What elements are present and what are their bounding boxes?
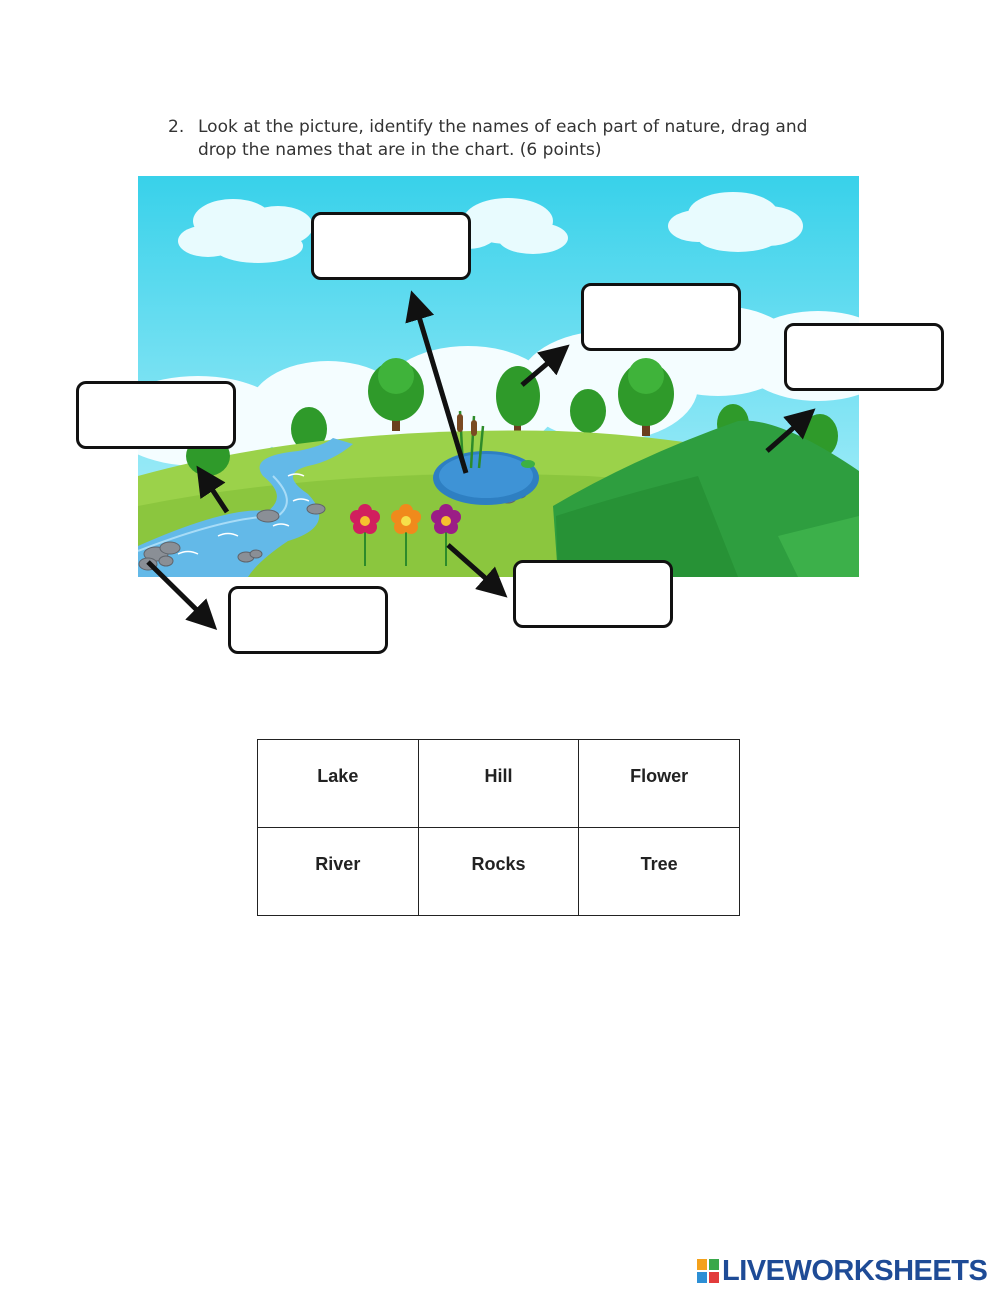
brand-name: LIVEWORKSHEETS	[722, 1254, 988, 1287]
cloud-left	[178, 199, 313, 263]
word-tree[interactable]: Tree	[578, 827, 740, 916]
word-bank-table: Lake Hill Flower River Rocks Tree	[257, 739, 740, 916]
word-hill[interactable]: Hill	[417, 739, 580, 828]
instruction-text: Look at the picture, identify the names …	[198, 117, 808, 160]
word-bank-row: Lake Hill Flower	[257, 739, 740, 828]
answer-box-flower[interactable]	[513, 560, 673, 628]
cloud-right	[668, 192, 803, 252]
instruction: 2. Look at the picture, identify the nam…	[168, 116, 848, 162]
word-river[interactable]: River	[257, 827, 419, 916]
answer-box-tree[interactable]	[581, 283, 741, 351]
liveworksheets-logo-icon	[697, 1259, 719, 1283]
answer-box-river[interactable]	[76, 381, 236, 449]
answer-box-rocks[interactable]	[228, 586, 388, 654]
flowers	[350, 504, 461, 566]
word-rocks[interactable]: Rocks	[417, 827, 580, 916]
river	[138, 438, 353, 577]
answer-box-lake[interactable]	[311, 212, 471, 280]
liveworksheets-logo: LIVEWORKSHEETS	[697, 1253, 988, 1289]
word-lake[interactable]: Lake	[257, 739, 419, 828]
nature-scene-image	[138, 176, 859, 577]
question-number: 2.	[168, 117, 185, 137]
word-bank-row: River Rocks Tree	[257, 827, 740, 916]
answer-box-hill[interactable]	[784, 323, 944, 391]
word-flower[interactable]: Flower	[578, 739, 740, 828]
